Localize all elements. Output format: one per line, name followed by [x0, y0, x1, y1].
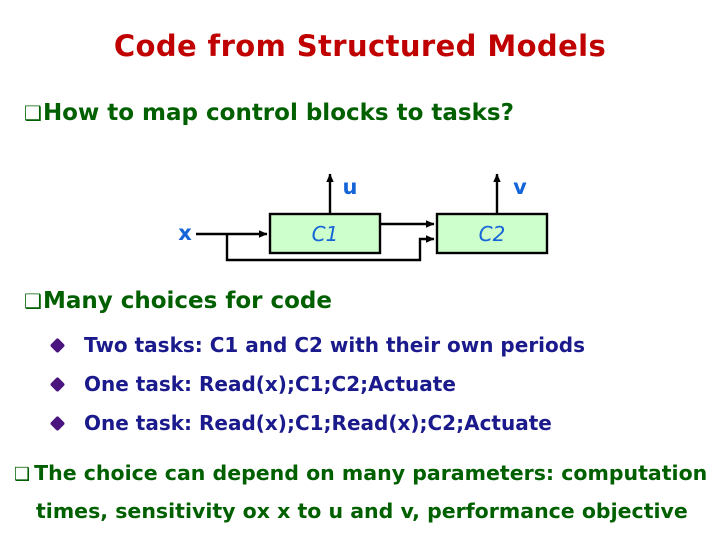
sub-bullet-two-tasks-label: Two tasks: C1 and C2 with their own peri… [84, 333, 585, 357]
sub-bullet-two-tasks: Two tasks: C1 and C2 with their own peri… [49, 333, 585, 357]
page-title: Code from Structured Models [113, 29, 607, 63]
sub-bullet-one-task-b: One task: Read(x);C1;Read(x);C2;Actuate [49, 411, 552, 435]
block-c1-label: C1 [311, 222, 339, 246]
diamond-bullet-icon [49, 337, 66, 353]
edge-x-feedback-to-c2 [225, 234, 435, 262]
block-c2-label: C2 [478, 222, 506, 246]
closing-paragraph-line1: The choice can depend on many parameters… [34, 461, 708, 485]
bullet-many-choices-label: Many choices for code [42, 288, 332, 314]
diamond-bullet-icon [49, 415, 66, 431]
bullet-how-to-map-label: How to map control blocks to tasks? [42, 100, 514, 126]
square-bullet-icon: ❑ [24, 289, 42, 313]
signal-v-label: v [513, 175, 527, 199]
sub-bullet-one-task-b-label: One task: Read(x);C1;Read(x);C2;Actuate [84, 411, 552, 435]
square-bullet-icon: ❑ [24, 101, 42, 125]
sub-bullet-one-task-a-label: One task: Read(x);C1;C2;Actuate [84, 372, 456, 396]
diamond-bullet-icon [49, 376, 66, 392]
bullet-how-to-map: ❑ How to map control blocks to tasks? [24, 100, 514, 126]
sub-bullet-one-task-a: One task: Read(x);C1;C2;Actuate [49, 372, 456, 396]
closing-paragraph: ❑The choice can depend on many parameter… [14, 455, 720, 530]
block-c1 [268, 212, 382, 255]
closing-paragraph-line2: times, sensitivity ox x to u and v, perf… [36, 499, 688, 523]
bullet-many-choices: ❑ Many choices for code [24, 288, 332, 314]
signal-u-label: u [342, 175, 358, 199]
block-c2 [435, 212, 549, 255]
square-bullet-icon: ❑ [14, 464, 31, 485]
signal-x-label: x [178, 221, 192, 245]
